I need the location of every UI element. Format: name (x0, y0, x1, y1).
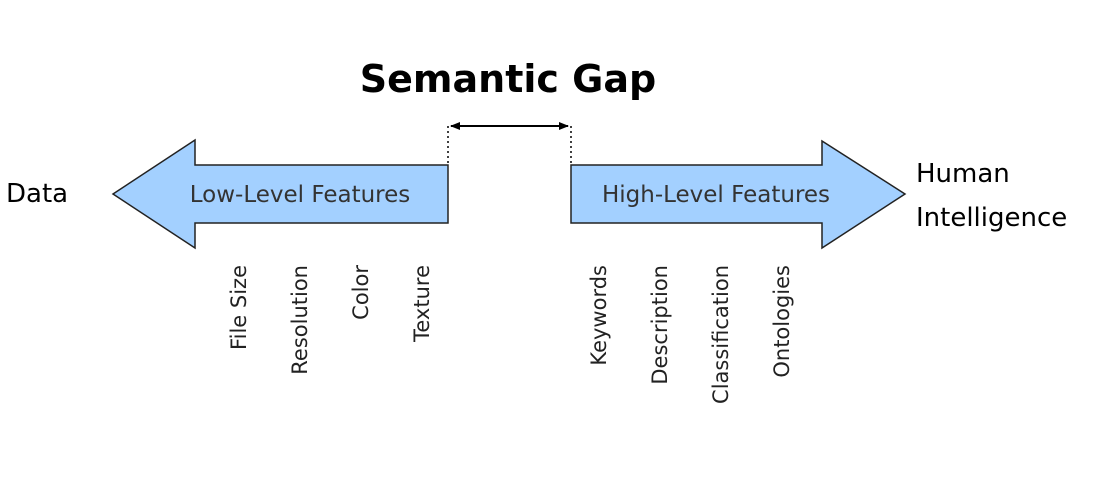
low-level-arrow (111, 138, 449, 250)
high-level-feature: Classification (709, 265, 733, 404)
high-level-label: High-Level Features (602, 182, 830, 208)
diagram-title: Semantic Gap (360, 57, 656, 101)
low-level-feature: Texture (410, 265, 434, 343)
high-level-arrow (570, 139, 907, 250)
high-level-feature: Ontologies (770, 265, 794, 378)
low-level-feature: Color (349, 265, 373, 320)
high-level-feature: Keywords (587, 265, 611, 366)
low-level-feature: File Size (227, 265, 251, 350)
low-level-label: Low-Level Features (190, 182, 411, 208)
high-level-feature: Description (648, 265, 672, 385)
human-endpoint-line2: Intelligence (916, 203, 1067, 233)
human-endpoint-line1: Human (916, 159, 1010, 189)
data-endpoint-label: Data (6, 179, 68, 209)
low-level-feature: Resolution (288, 265, 312, 375)
